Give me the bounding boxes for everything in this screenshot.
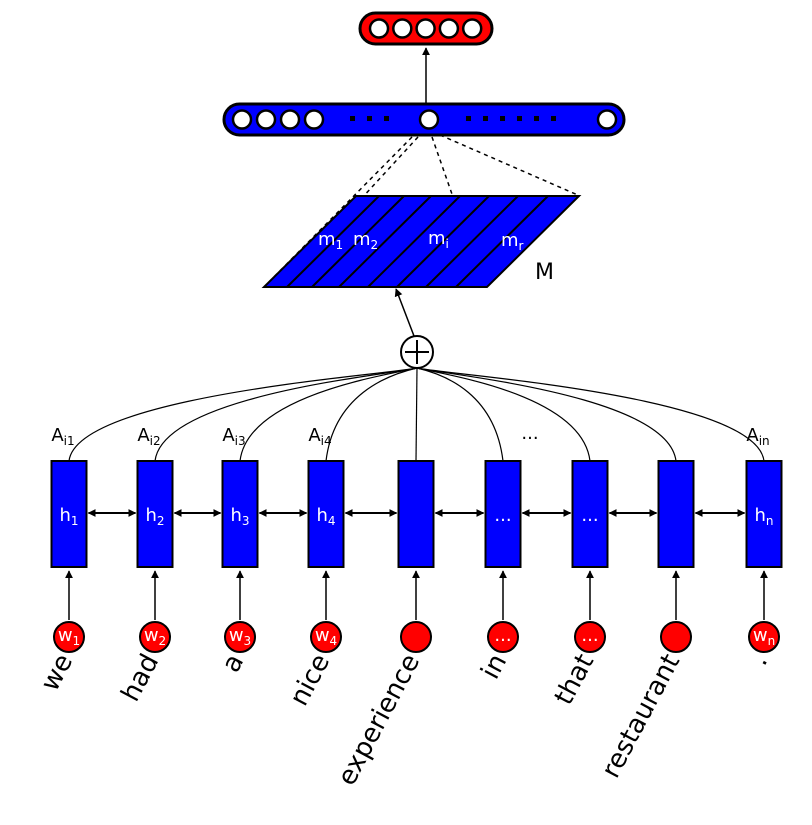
- attention-weight-label: Ain: [746, 425, 769, 448]
- word-input-label: wn: [753, 625, 775, 648]
- token-column: ...... in: [476, 460, 522, 684]
- word-input-node: [400, 621, 432, 653]
- attention-curve: [416, 367, 765, 462]
- token-column: Ai3 h3 w3a: [216, 425, 259, 677]
- word-input-node: [224, 621, 256, 653]
- matrix-m: m1 m2 mi mr M: [261, 195, 582, 288]
- hidden-state-label: h3: [230, 505, 249, 528]
- matrix-row-lines: [286, 195, 549, 288]
- sum-node: [400, 335, 434, 369]
- attention-curve: [415, 367, 418, 462]
- hidden-state-box: [50, 460, 88, 568]
- output-node: [392, 18, 413, 39]
- matrix-parallelogram: [261, 195, 582, 288]
- word-input-node: [574, 621, 606, 653]
- input-word: nice: [284, 649, 336, 711]
- word-input-node: [487, 621, 519, 653]
- matrix-name-label: M: [535, 260, 554, 285]
- embedding-node-selected: [418, 109, 440, 130]
- embedding-node: [255, 109, 277, 130]
- input-word: .: [744, 649, 774, 670]
- attention-weight-label: Ai4: [308, 425, 331, 448]
- output-node: [415, 18, 436, 39]
- output-layer: [358, 11, 494, 46]
- output-node: [438, 18, 460, 39]
- attention-curves: [68, 367, 765, 462]
- attention-curve: [68, 367, 418, 462]
- hidden-state-box: [397, 460, 435, 568]
- input-word: a: [216, 649, 250, 677]
- embedding-ellipsis: [350, 116, 556, 121]
- attention-curve: [239, 367, 418, 462]
- sum-to-matrix-arrow: [394, 288, 415, 337]
- output-nodes: [368, 18, 483, 39]
- hidden-state-label: ...: [581, 505, 598, 526]
- matrix-row-label-r: mr: [501, 230, 524, 253]
- matrix-row-label-1: m1: [318, 229, 343, 252]
- hidden-state-box: [136, 460, 174, 568]
- word-input-node: [53, 621, 85, 653]
- word-input-node: [139, 621, 171, 653]
- hidden-state-label: ...: [494, 505, 511, 526]
- embedding-node: [303, 109, 325, 130]
- input-word: that: [549, 649, 600, 710]
- hidden-state-label: h2: [145, 505, 164, 528]
- hidden-state-box: [745, 460, 783, 568]
- embedding-nodes: [231, 109, 618, 130]
- input-word: had: [116, 649, 165, 706]
- attention-curve: [416, 367, 677, 462]
- word-input-label: ...: [581, 625, 598, 646]
- token-column: ......... that: [521, 423, 609, 710]
- hidden-state-label: hn: [754, 505, 773, 528]
- hidden-state-box: [484, 460, 522, 568]
- output-node: [461, 18, 483, 39]
- attention-weight-label: Ai2: [137, 425, 160, 448]
- hidden-state-box: [657, 460, 695, 568]
- input-word: we: [35, 649, 79, 696]
- attention-weight-label: ...: [521, 423, 538, 444]
- embedding-node: [231, 109, 253, 130]
- hidden-state-label: h1: [59, 505, 78, 528]
- token-column: Ain hn wn.: [744, 425, 783, 671]
- token-column: experience: [332, 460, 435, 791]
- token-column: restaurant: [596, 460, 695, 783]
- word-input-label: ...: [494, 625, 511, 646]
- hidden-state-label: h4: [316, 505, 335, 528]
- sentence-embedding-layer: [222, 102, 626, 137]
- output-node: [368, 18, 390, 39]
- hidden-state-box: [571, 460, 609, 568]
- input-word: in: [476, 649, 514, 684]
- word-input-label: w4: [315, 625, 337, 648]
- word-input-node: [310, 621, 342, 653]
- attention-weight-label: Ai1: [51, 425, 74, 448]
- input-word: restaurant: [596, 649, 686, 783]
- word-input-label: w1: [58, 625, 80, 648]
- matrix-row-label-i: mi: [428, 228, 449, 251]
- word-input-node: [660, 621, 692, 653]
- attention-curve: [416, 367, 504, 462]
- word-input-label: w3: [229, 625, 251, 648]
- hidden-state-box: [221, 460, 259, 568]
- embedding-node: [596, 109, 618, 130]
- attention-curve: [325, 367, 418, 462]
- input-word: experience: [332, 649, 426, 790]
- matrix-row-label-2: m2: [353, 229, 378, 252]
- word-input-label: w2: [144, 625, 166, 648]
- hidden-state-box: [307, 460, 345, 568]
- attention-weight-label: Ai3: [222, 425, 245, 448]
- attention-curve: [154, 367, 418, 462]
- word-input-node: [748, 621, 780, 653]
- embedding-node: [279, 109, 301, 130]
